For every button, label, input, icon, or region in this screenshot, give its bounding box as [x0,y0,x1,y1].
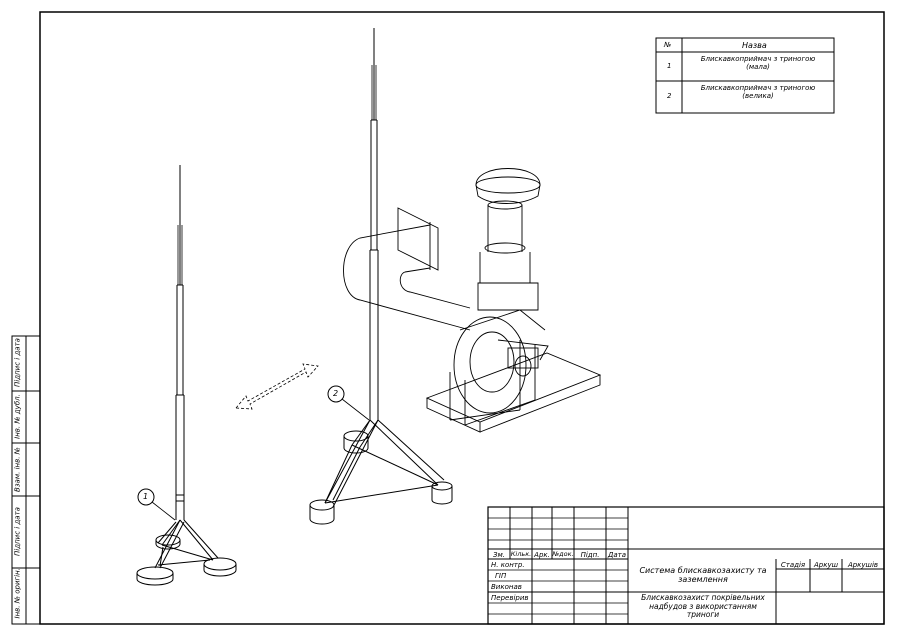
drawing-frame [39,11,885,625]
rooftop-ventilation-unit [343,168,602,433]
callout-2-number: 2 [333,389,339,398]
tb-stage-header: Аркуш [813,561,838,569]
title-block-grid [487,506,885,625]
side-stamp-label: Взам. інв. № [13,447,22,492]
side-stamp-label: Підпис і дата [13,338,22,387]
legend-row-1-no: 1 [667,62,672,70]
side-stamp-label: Інв. № оригін. [13,568,22,619]
legend-row-2-no: 2 [667,92,672,100]
callout-1-number: 1 [143,492,149,501]
project-title: Система блискавкозахисту та заземлення [639,566,767,585]
callout-1-leader [137,488,176,521]
side-stamp-label: Інв. № дубл. [13,394,22,439]
tb-header: Арк. [534,551,550,559]
side-stamp-label: Підпис і дата [13,507,22,556]
sheet-title: Блискавкозахист покрівельних надбудов з … [641,593,765,620]
legend-row-1-name: Блискавкоприймач з триногою (мала) [700,55,816,72]
legend-header-no: № [664,41,672,49]
callout-2-leader [327,385,370,421]
side-stamp-strip [11,335,41,625]
direction-arrow [235,363,319,410]
legend-row-2-name: Блискавкоприймач з триногою (велика) [700,84,816,101]
tb-role: Перевірив [491,594,529,602]
tb-header: Дата [607,551,627,559]
tb-header: №док. [552,550,574,558]
tb-role: Н. контр. [491,561,525,569]
tb-header: Підп. [580,551,600,559]
tb-header: Кільк. [510,550,532,558]
small-lightning-rod [136,165,237,586]
legend-header-name: Назва [742,41,767,50]
large-lightning-rod [309,28,453,525]
tb-role: Виконав [491,583,522,591]
tb-header: Зм. [493,551,505,559]
tb-stage-header: Аркушів [847,561,879,569]
tb-role: ГІП [495,572,507,580]
tb-stage-header: Стадія [780,561,806,569]
legend-table [655,37,835,114]
